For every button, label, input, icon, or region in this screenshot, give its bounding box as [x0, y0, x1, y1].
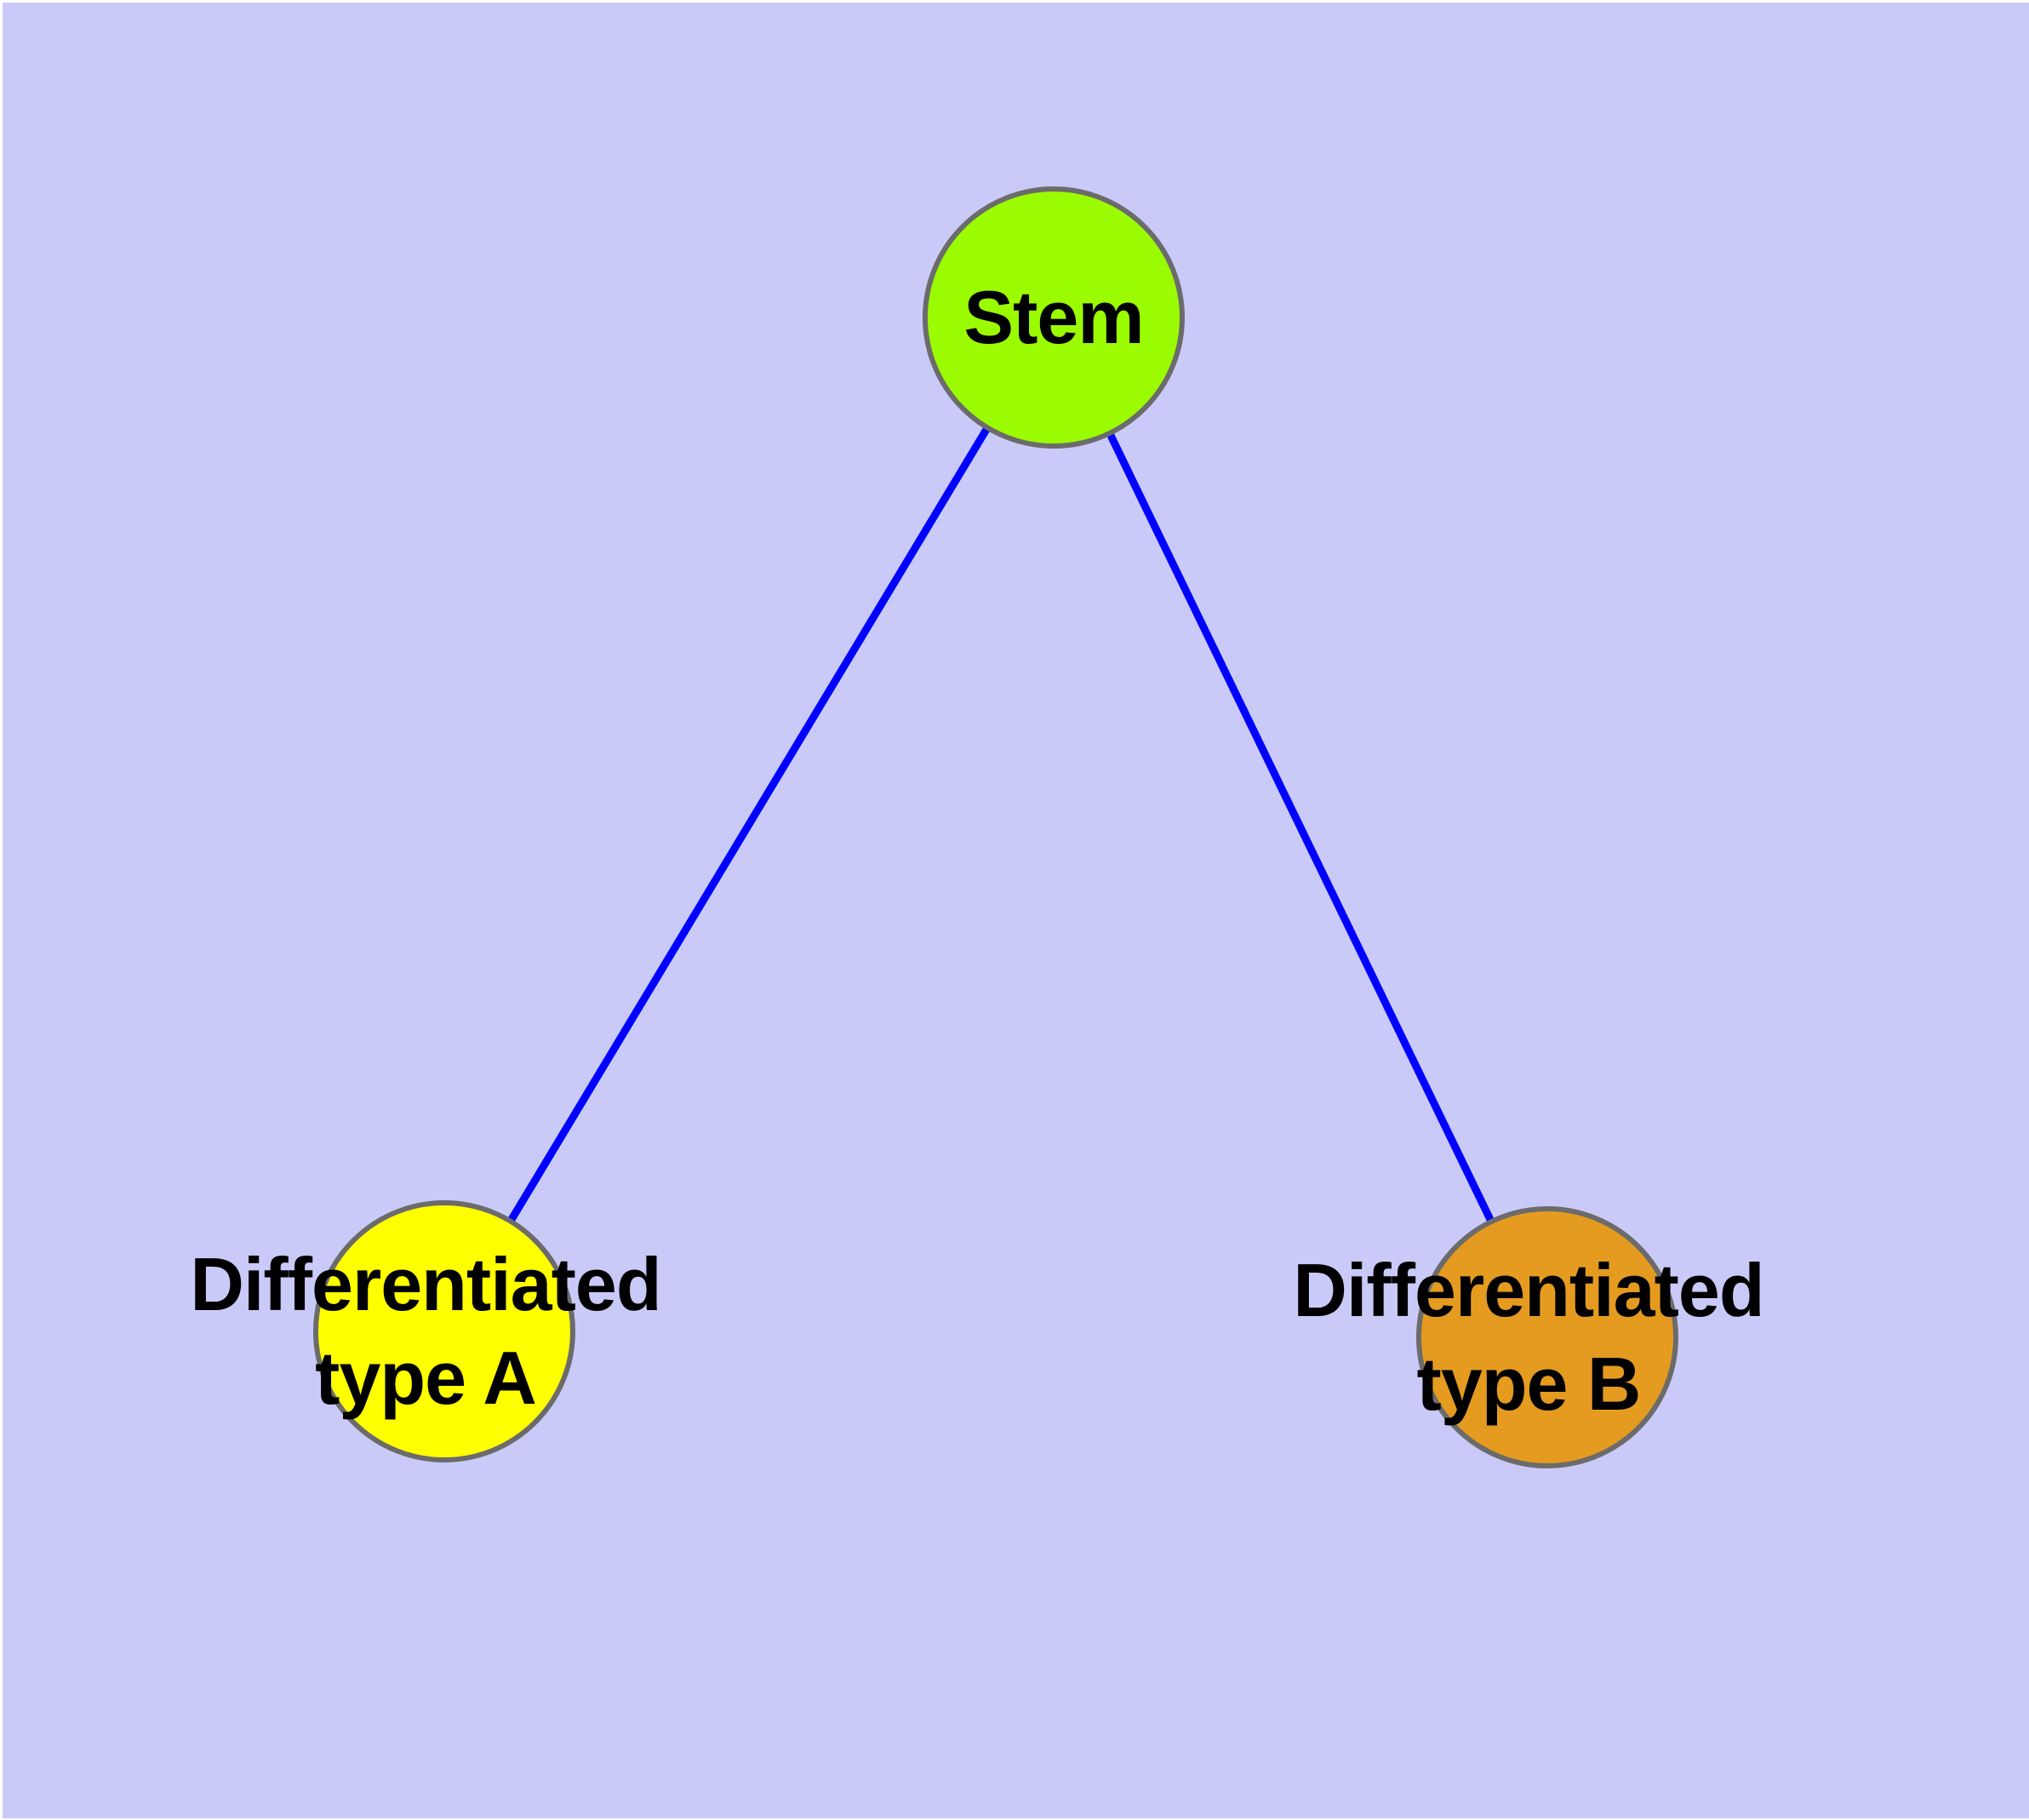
node-label-stem: Stem — [963, 275, 1144, 359]
node-stem — [923, 186, 1185, 449]
node-label-differentiated-type-a: Differentiated type A — [190, 1242, 661, 1420]
node-label-differentiated-type-b: Differentiated type B — [1293, 1248, 1764, 1426]
edge-stem-to-type-a — [441, 315, 1057, 1334]
node-differentiated-type-b — [1416, 1206, 1678, 1468]
node-differentiated-type-a — [313, 1200, 575, 1462]
edge-stem-to-type-b — [1049, 316, 1552, 1339]
